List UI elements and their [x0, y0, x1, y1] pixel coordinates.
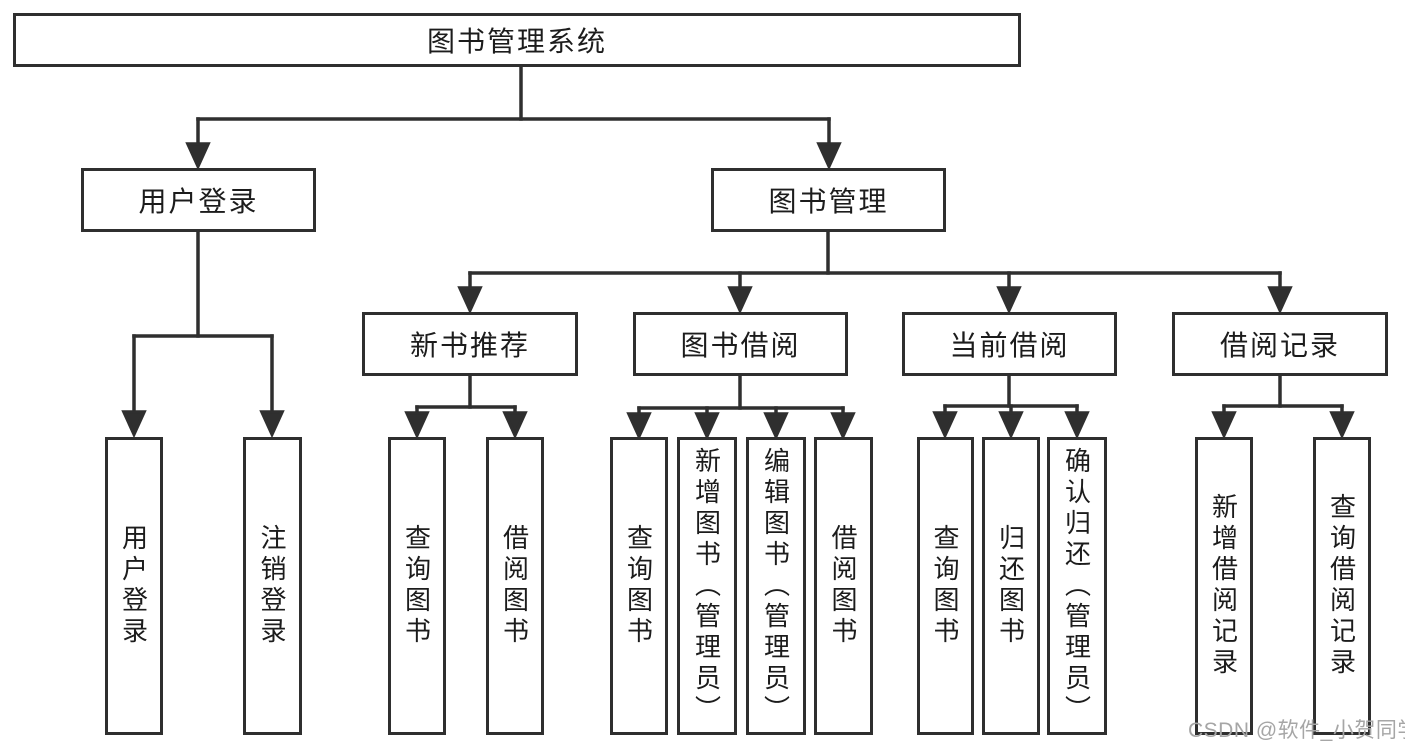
node-user-login: 用户登录 — [81, 168, 316, 232]
leaf-query-books-recommend: 查询图书 — [388, 437, 446, 735]
csdn-watermark: CSDN @软件_小贺同学 — [1188, 719, 1405, 742]
leaf-logout: 注销登录 — [243, 437, 302, 735]
connector-book-borrow-children — [626, 374, 856, 441]
leaf-confirm-return-admin: 确认归还（管理员） — [1047, 437, 1107, 735]
leaf-borrow-books-recommend: 借阅图书 — [486, 437, 544, 735]
leaf-add-borrow-record: 新增借阅记录 — [1195, 437, 1253, 735]
leaf-edit-books-admin: 编辑图书（管理员） — [746, 437, 806, 735]
leaf-add-books-admin: 新增图书（管理员） — [677, 437, 737, 735]
node-new-book-recommend: 新书推荐 — [362, 312, 578, 376]
connector-new-book-children — [404, 374, 528, 440]
node-root: 图书管理系统 — [13, 13, 1021, 67]
node-current-borrow: 当前借阅 — [902, 312, 1117, 376]
leaf-query-books-borrow: 查询图书 — [610, 437, 668, 735]
connector-current-borrow-children — [932, 374, 1090, 440]
leaf-borrow-books: 借阅图书 — [814, 437, 873, 735]
leaf-query-books-current: 查询图书 — [917, 437, 974, 735]
connector-root-to-level2 — [185, 65, 842, 171]
leaf-user-login: 用户登录 — [105, 437, 163, 735]
connector-borrow-records-children — [1211, 374, 1355, 440]
node-book-borrow: 图书借阅 — [633, 312, 848, 376]
leaf-return-books: 归还图书 — [982, 437, 1040, 735]
leaf-query-borrow-record: 查询借阅记录 — [1313, 437, 1371, 735]
node-book-management: 图书管理 — [711, 168, 946, 232]
node-borrow-records: 借阅记录 — [1172, 312, 1388, 376]
connector-user-login-children — [121, 230, 285, 439]
connector-book-management-children — [457, 230, 1293, 315]
